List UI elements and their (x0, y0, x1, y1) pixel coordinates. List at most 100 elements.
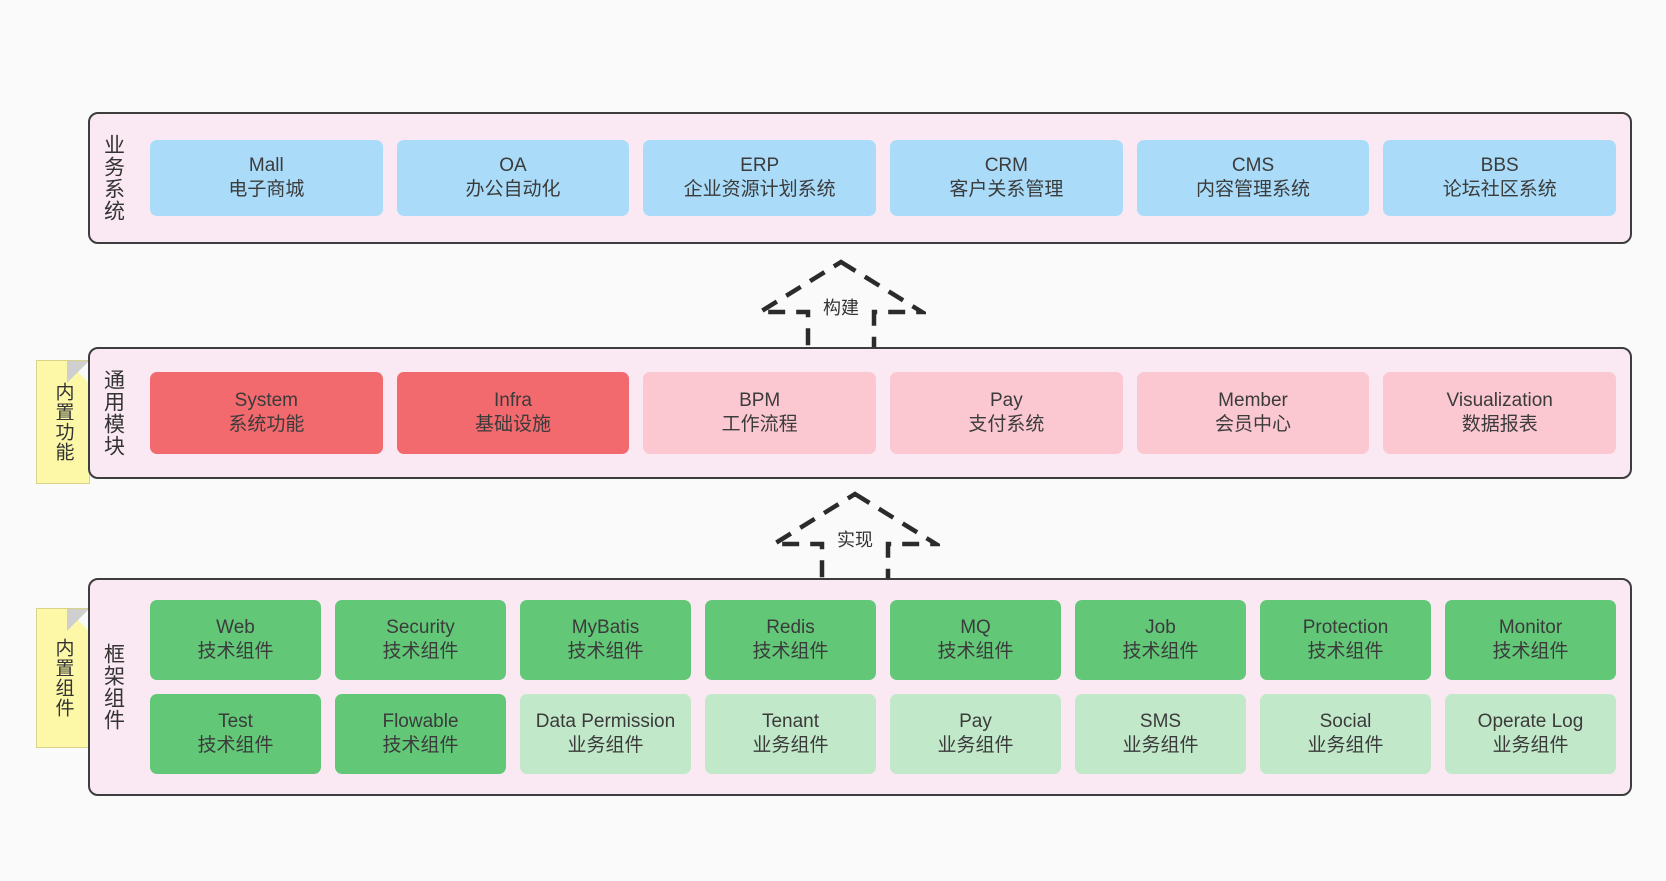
card-title-cn: 办公自动化 (465, 179, 561, 200)
card-data-permission[interactable]: Data Permission 业务组件 (520, 694, 691, 774)
card-title-cn: 客户关系管理 (949, 179, 1064, 200)
card-tenant[interactable]: Tenant 业务组件 (705, 694, 876, 774)
card-social[interactable]: Social 业务组件 (1260, 694, 1431, 774)
card-web[interactable]: Web 技术组件 (150, 600, 321, 680)
card-cms[interactable]: CMS 内容管理系统 (1136, 140, 1370, 216)
card-crm[interactable]: CRM 客户关系管理 (890, 140, 1123, 216)
card-title-en: Infra (493, 390, 533, 412)
card-title-en: Social (1319, 711, 1372, 733)
card-bbs[interactable]: BBS 论坛社区系统 (1383, 140, 1617, 216)
card-title-en: MyBatis (571, 617, 640, 639)
arrow-up-build-icon: 构建 (756, 258, 926, 352)
card-title-en: Redis (766, 617, 815, 639)
card-title-cn: 数据报表 (1461, 414, 1538, 435)
card-title-cn: 基础设施 (475, 414, 552, 435)
card-row: Mall 电子商城 OA 办公自动化 ERP 企业资源计划系统 CRM 客户关系… (150, 140, 1617, 216)
layer-body-framework: Web 技术组件 Security 技术组件 MyBatis 技术组件 Redi… (136, 580, 1630, 794)
card-title-en: Visualization (1446, 390, 1553, 412)
card-title-cn: 技术组件 (1492, 641, 1569, 662)
card-mall[interactable]: Mall 电子商城 (150, 140, 383, 216)
card-security[interactable]: Security 技术组件 (335, 600, 506, 680)
card-title-cn: 业务组件 (937, 735, 1014, 756)
card-infra[interactable]: Infra 基础设施 (396, 372, 630, 454)
card-title-cn: 技术组件 (197, 735, 274, 756)
card-title-cn: 业务组件 (1307, 735, 1384, 756)
card-title-cn: 业务组件 (1122, 735, 1199, 756)
layer-title-common-modules: 通用模块 (101, 369, 125, 457)
card-title-en: Tenant (761, 711, 820, 733)
layer-title-framework: 框架组件 (101, 643, 125, 731)
card-title-cn: 系统功能 (228, 414, 305, 435)
note-label: 内置功能 (52, 382, 74, 462)
card-row-tech: Web 技术组件 Security 技术组件 MyBatis 技术组件 Redi… (150, 600, 1616, 680)
card-redis[interactable]: Redis 技术组件 (705, 600, 876, 680)
card-row-business: Test 技术组件 Flowable 技术组件 Data Permission … (150, 694, 1616, 774)
card-title-en: Job (1145, 617, 1176, 639)
card-title-cn: 电子商城 (228, 179, 305, 200)
card-monitor[interactable]: Monitor 技术组件 (1445, 600, 1616, 680)
note-builtin-function: 内置功能 (36, 360, 90, 484)
layer-title-business: 业务系统 (101, 134, 125, 222)
card-title-cn: 技术组件 (567, 641, 644, 662)
card-title-en: CMS (1231, 155, 1275, 177)
card-job[interactable]: Job 技术组件 (1075, 600, 1246, 680)
card-title-cn: 工作流程 (721, 414, 798, 435)
card-title-en: Member (1218, 390, 1288, 412)
card-mq[interactable]: MQ 技术组件 (890, 600, 1061, 680)
layer-panel-framework: 框架组件 Web 技术组件 Security 技术组件 MyBatis 技术组件… (88, 578, 1632, 796)
card-title-cn: 技术组件 (1307, 641, 1384, 662)
card-bpm[interactable]: BPM 工作流程 (643, 372, 877, 454)
card-oa[interactable]: OA 办公自动化 (396, 140, 630, 216)
card-title-en: Test (218, 711, 253, 733)
card-test[interactable]: Test 技术组件 (150, 694, 321, 774)
card-pay[interactable]: Pay 支付系统 (890, 372, 1123, 454)
card-title-en: BPM (739, 390, 781, 412)
card-erp[interactable]: ERP 企业资源计划系统 (643, 140, 877, 216)
card-title-cn: 技术组件 (1122, 641, 1199, 662)
card-title-en: Pay (959, 711, 992, 733)
card-title-en: Monitor (1498, 617, 1563, 639)
card-title-en: MQ (960, 617, 991, 639)
card-title-en: Mall (248, 155, 284, 177)
card-title-cn: 论坛社区系统 (1442, 179, 1557, 200)
card-title-cn: 技术组件 (937, 641, 1014, 662)
card-title-en: SMS (1139, 711, 1182, 733)
card-pay-business[interactable]: Pay 业务组件 (890, 694, 1061, 774)
layer-body-common-modules: System 系统功能 Infra 基础设施 BPM 工作流程 Pay 支付系统… (136, 349, 1630, 477)
arrow-up-implement-icon: 实现 (770, 490, 940, 584)
card-title-en: OA (499, 155, 527, 177)
card-sms[interactable]: SMS 业务组件 (1075, 694, 1246, 774)
card-mybatis[interactable]: MyBatis 技术组件 (520, 600, 691, 680)
card-title-en: BBS (1480, 155, 1519, 177)
card-visualization[interactable]: Visualization 数据报表 (1383, 372, 1617, 454)
card-title-en: CRM (984, 155, 1028, 177)
card-title-en: Web (216, 617, 255, 639)
card-title-cn: 技术组件 (197, 641, 274, 662)
card-title-en: Operate Log (1477, 711, 1584, 733)
card-title-en: System (234, 390, 299, 412)
card-title-en: Flowable (382, 711, 459, 733)
card-title-cn: 技术组件 (382, 735, 459, 756)
card-title-cn: 技术组件 (752, 641, 829, 662)
card-title-cn: 业务组件 (752, 735, 829, 756)
layer-body-business: Mall 电子商城 OA 办公自动化 ERP 企业资源计划系统 CRM 客户关系… (136, 114, 1630, 242)
card-title-en: Pay (989, 390, 1023, 412)
card-title-en: Security (386, 617, 455, 639)
card-system[interactable]: System 系统功能 (150, 372, 383, 454)
note-builtin-component: 内置组件 (36, 608, 90, 748)
card-title-en: Data Permission (535, 711, 676, 733)
card-flowable[interactable]: Flowable 技术组件 (335, 694, 506, 774)
card-protection[interactable]: Protection 技术组件 (1260, 600, 1431, 680)
layer-panel-business: 业务系统 Mall 电子商城 OA 办公自动化 ERP 企业资源计划系统 CRM… (88, 112, 1632, 244)
card-title-cn: 技术组件 (382, 641, 459, 662)
layer-panel-common-modules: 通用模块 System 系统功能 Infra 基础设施 BPM 工作流程 Pay… (88, 347, 1632, 479)
card-row: System 系统功能 Infra 基础设施 BPM 工作流程 Pay 支付系统… (150, 372, 1617, 454)
card-title-cn: 业务组件 (567, 735, 644, 756)
card-member[interactable]: Member 会员中心 (1136, 372, 1370, 454)
card-title-cn: 会员中心 (1215, 414, 1292, 435)
card-title-en: Protection (1302, 617, 1389, 639)
card-title-en: ERP (740, 155, 780, 177)
card-title-cn: 企业资源计划系统 (683, 179, 836, 200)
card-operate-log[interactable]: Operate Log 业务组件 (1445, 694, 1616, 774)
card-title-cn: 业务组件 (1492, 735, 1569, 756)
